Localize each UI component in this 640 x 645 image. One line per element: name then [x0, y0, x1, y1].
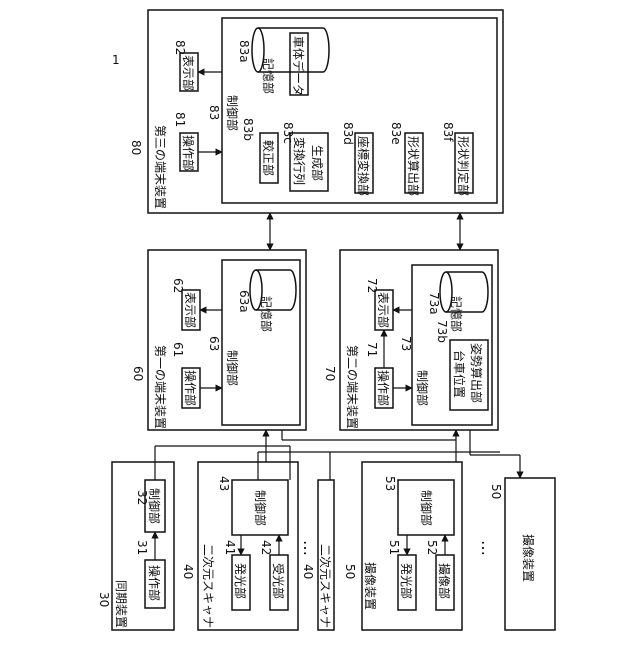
storage-83a-ref: 83a	[237, 40, 251, 63]
control-unit-63-ref: 63	[207, 336, 221, 351]
sync-device-title: 同期装置	[114, 580, 128, 628]
unit-83b-ref: 83b	[241, 118, 255, 141]
scanner-40a-ref: 40	[181, 564, 195, 579]
operation-unit-31-label: 操作部	[147, 565, 162, 601]
unit-83e-label: 形状算出部	[406, 136, 421, 196]
operation-unit-61-label: 操作部	[183, 370, 198, 406]
operation-unit-81-label: 操作部	[181, 135, 196, 171]
unit-83e-ref: 83e	[389, 122, 403, 145]
unit-83c-label-2: 生成部	[310, 145, 325, 181]
system-ref-label: 1	[112, 53, 120, 67]
unit-83c-label-1: 変換行列	[292, 137, 307, 185]
control-unit-63-box	[222, 260, 300, 425]
light-emitter-41-ref: 41	[223, 540, 237, 555]
control-unit-83-ref: 83	[207, 105, 221, 120]
control-unit-32-ref: 32	[135, 490, 149, 505]
unit-83d-ref: 83d	[341, 122, 355, 145]
display-unit-72-ref: 72	[365, 278, 379, 293]
display-unit-82-ref: 82	[173, 40, 187, 55]
operation-unit-31-ref: 31	[135, 540, 149, 555]
camera-50a-title: 撮像装置	[363, 562, 377, 610]
imaging-unit-52-label: 撮像部	[437, 563, 452, 599]
light-receiver-42-label: 受光部	[271, 563, 286, 599]
sync-device-ref: 30	[97, 592, 111, 607]
storage-83a-label: 記憶部	[261, 58, 276, 94]
display-unit-82-label: 表示部	[181, 55, 196, 91]
camera-50b-ref: 50	[489, 484, 503, 499]
light-emitter-41-label: 発光部	[233, 563, 248, 599]
operation-unit-81-ref: 81	[173, 112, 187, 127]
unit-83f-ref: 83f	[441, 122, 455, 142]
terminal-60-title: 第一の端末装置	[153, 345, 167, 429]
display-unit-62-ref: 62	[171, 278, 185, 293]
control-unit-73-ref: 73	[399, 336, 413, 351]
display-unit-72-label: 表示部	[376, 292, 391, 328]
control-unit-32-label: 制御部	[147, 488, 162, 524]
calc-73b-label-1: 台車位置	[452, 350, 467, 398]
unit-83b-label: 較正部	[261, 140, 276, 176]
scanner-40b-title: 二次元スキャナ	[318, 544, 332, 628]
terminal-60-ref: 60	[131, 366, 145, 381]
control-unit-43-label: 制御部	[253, 490, 268, 526]
control-unit-83-label: 制御部	[225, 95, 240, 131]
control-unit-53-label: 制御部	[419, 490, 434, 526]
terminal-70-title: 第二の端末装置	[345, 345, 359, 429]
calc-73b-ref: 73b	[435, 320, 449, 343]
operation-unit-71-ref: 71	[365, 342, 379, 357]
storage-63a-label: 記憶部	[259, 296, 274, 332]
scanner-40b-ref: 40	[301, 564, 315, 579]
vehicle-data-label: 車体データ	[291, 36, 306, 96]
imaging-unit-52-ref: 52	[425, 540, 439, 555]
storage-73a-label: 記憶部	[449, 296, 464, 332]
unit-83f-label: 形状判定部	[456, 136, 471, 196]
unit-83d-label: 座標変換部	[356, 136, 371, 196]
terminal-80-box	[148, 10, 503, 213]
terminal-80-ref: 80	[129, 140, 143, 155]
terminal-80-title: 第三の端末装置	[153, 125, 167, 209]
ellipsis-a: …	[300, 540, 319, 556]
control-unit-63-label: 制御部	[225, 350, 240, 386]
ellipsis-b: …	[478, 540, 497, 556]
operation-unit-71-label: 操作部	[376, 370, 391, 406]
camera-50b-title: 撮像装置	[521, 534, 535, 582]
camera-50a-ref: 50	[343, 564, 357, 579]
storage-63a-ref: 63a	[237, 290, 251, 313]
light-emitter-51-ref: 51	[387, 540, 401, 555]
light-emitter-51-label: 発光部	[399, 563, 414, 599]
display-unit-62-label: 表示部	[183, 292, 198, 328]
light-receiver-42-ref: 42	[259, 540, 273, 555]
calc-73b-label-2: 姿勢算出部	[469, 343, 484, 403]
storage-73a-ref: 73a	[427, 292, 441, 315]
control-unit-53-ref: 53	[383, 476, 397, 491]
operation-unit-61-ref: 61	[171, 342, 185, 357]
terminal-70-ref: 70	[323, 366, 337, 381]
control-unit-73-label: 制御部	[415, 370, 430, 406]
terminal-60-box	[148, 250, 306, 430]
control-unit-43-ref: 43	[217, 476, 231, 491]
scanner-40a-title: 二次元スキャナ	[201, 544, 215, 628]
